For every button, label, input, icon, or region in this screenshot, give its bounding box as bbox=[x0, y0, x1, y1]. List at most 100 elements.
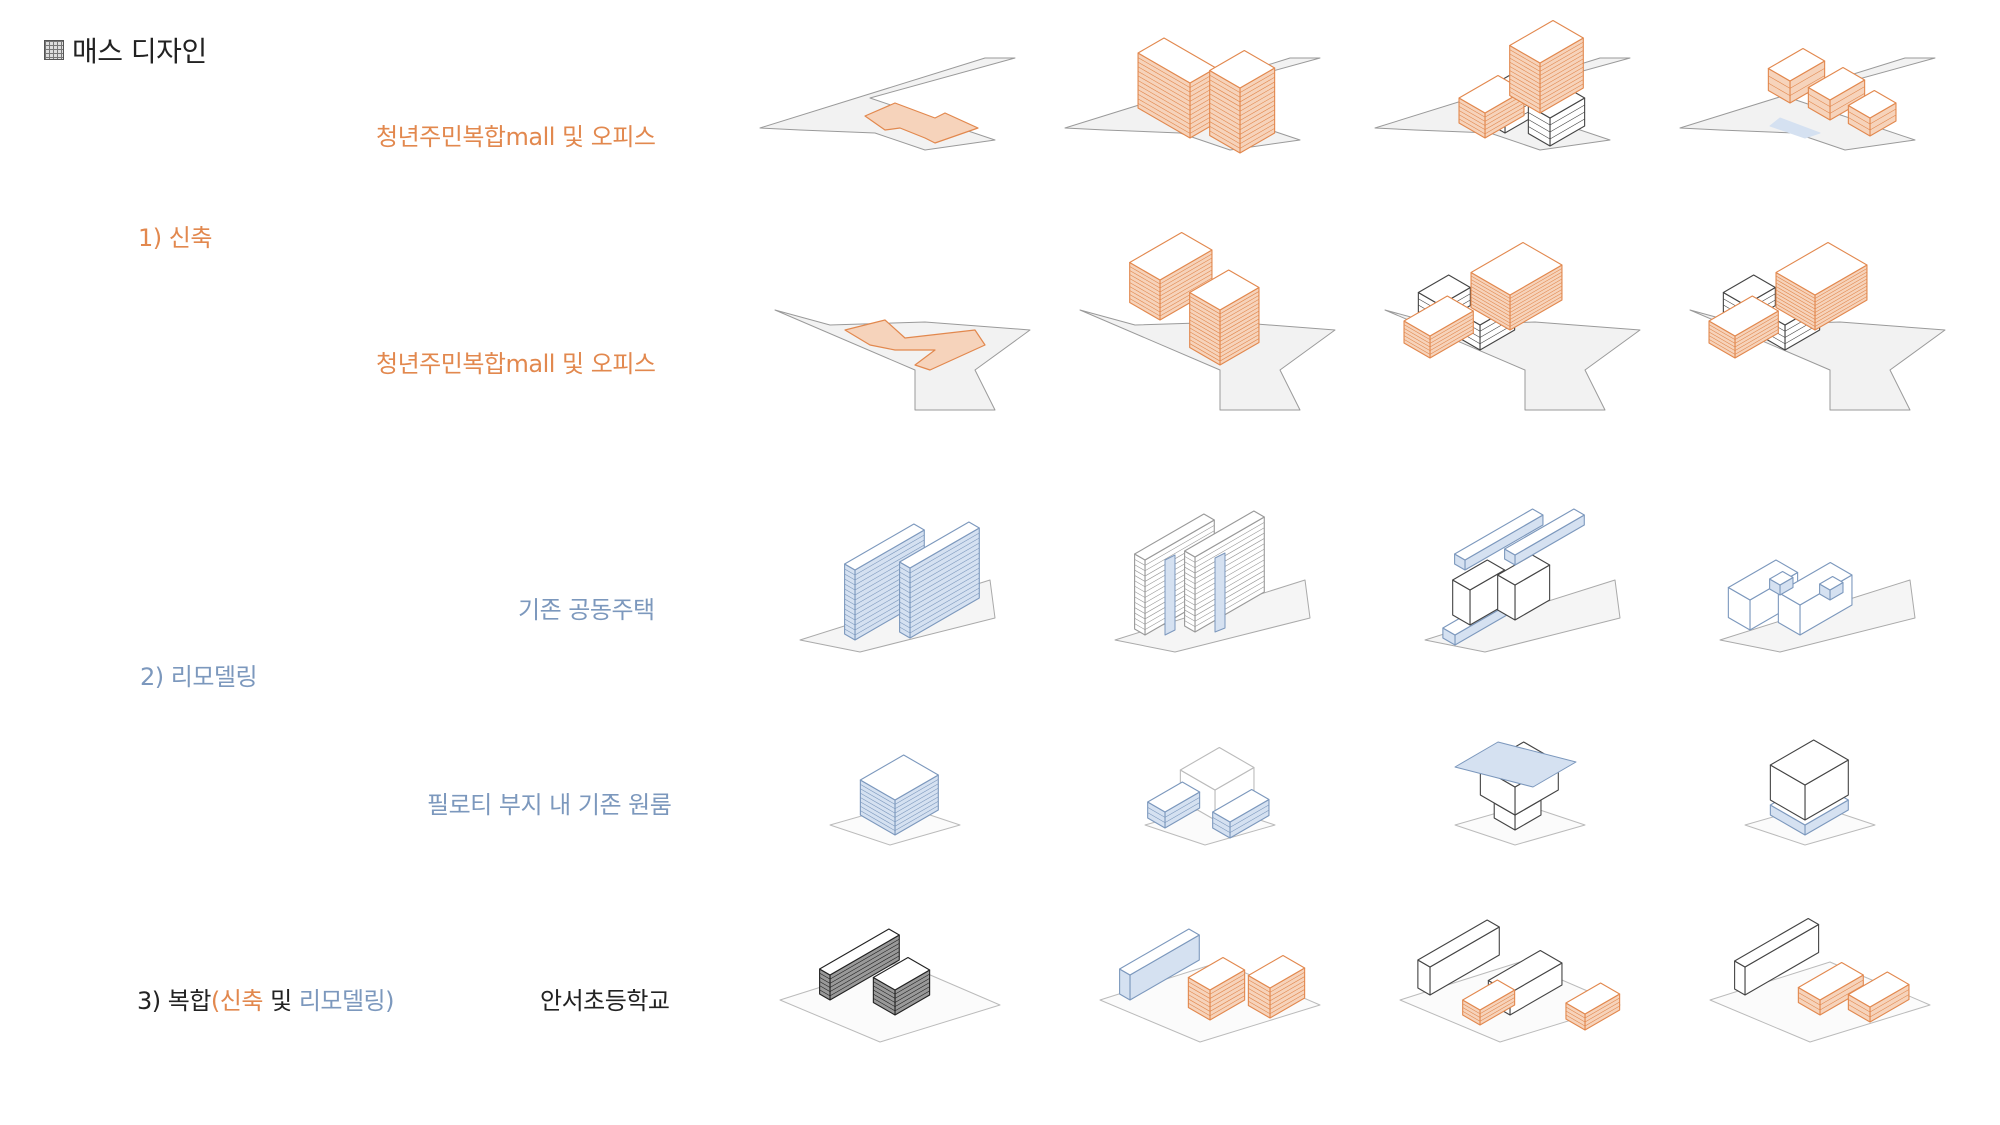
floor-line bbox=[844, 618, 856, 626]
floor-line bbox=[899, 611, 911, 619]
floor-line bbox=[1188, 1002, 1211, 1016]
new-wing-top-face bbox=[1708, 295, 1779, 337]
tower-top-face bbox=[1129, 231, 1213, 281]
floor-line bbox=[844, 603, 856, 611]
floor-line bbox=[1509, 271, 1563, 303]
floor-line bbox=[1159, 261, 1213, 293]
floor-line bbox=[1509, 66, 1541, 85]
floor-line bbox=[1189, 343, 1221, 362]
floor-line bbox=[1189, 304, 1221, 323]
floor-line bbox=[1470, 293, 1511, 317]
new-block-top-face bbox=[1247, 954, 1306, 989]
floor-line bbox=[1539, 58, 1584, 85]
floor-line bbox=[860, 810, 896, 831]
floor-line bbox=[1219, 330, 1260, 354]
floor-line bbox=[860, 797, 896, 818]
floor-line bbox=[1734, 329, 1779, 355]
floor-line bbox=[1484, 102, 1525, 126]
floor-line bbox=[860, 801, 896, 823]
floor-line bbox=[1194, 538, 1265, 579]
floor-line bbox=[1134, 569, 1146, 577]
floor-line bbox=[1194, 548, 1265, 590]
floor-line bbox=[899, 596, 911, 604]
floor-line bbox=[1209, 116, 1241, 135]
school-block-top-face bbox=[872, 956, 931, 991]
floor-line bbox=[1403, 339, 1431, 355]
floor-line bbox=[1549, 111, 1585, 133]
floor-line bbox=[1209, 107, 1241, 126]
floor-line bbox=[844, 583, 856, 591]
floor-line bbox=[1159, 269, 1213, 301]
floor-line bbox=[1239, 104, 1275, 126]
floor-line bbox=[1137, 89, 1191, 120]
floor-line bbox=[1134, 601, 1146, 609]
floor-line bbox=[1269, 980, 1305, 1002]
floor-line bbox=[860, 805, 896, 827]
floor-line bbox=[1509, 292, 1563, 324]
floor-line bbox=[1129, 266, 1161, 285]
diagram-row4-14 bbox=[1454, 741, 1586, 846]
roof-unit-top-face bbox=[1769, 570, 1794, 586]
floor-line bbox=[1248, 979, 1271, 993]
blue-roof bbox=[1454, 741, 1577, 788]
floor-line bbox=[844, 588, 856, 596]
floor-line bbox=[1239, 72, 1275, 93]
floor-line bbox=[1509, 268, 1563, 299]
step-top-face bbox=[1847, 89, 1897, 119]
apartment-block-top-face bbox=[1184, 510, 1265, 558]
floor-line bbox=[1734, 321, 1779, 348]
apartment-block-top-face bbox=[1134, 513, 1215, 561]
floor-line bbox=[1458, 106, 1486, 122]
apartment-block-top-face bbox=[899, 521, 980, 569]
floor-line bbox=[1539, 71, 1584, 97]
floor-line bbox=[1144, 530, 1215, 571]
floor-line bbox=[1194, 575, 1265, 617]
remodel-block-top-face bbox=[1119, 928, 1200, 976]
floor-line bbox=[1194, 564, 1265, 606]
floor-line bbox=[1269, 989, 1305, 1010]
floor-line bbox=[829, 955, 900, 997]
floor-line bbox=[1134, 575, 1146, 582]
page-title-text: 매스 디자인 bbox=[72, 35, 207, 68]
floor-line bbox=[1248, 996, 1271, 1010]
floor-line bbox=[854, 534, 925, 576]
floor-line bbox=[909, 562, 980, 604]
tower-top-face bbox=[1189, 269, 1260, 311]
floor-line bbox=[844, 613, 856, 621]
floor-line bbox=[1189, 296, 1221, 315]
floor-line bbox=[1484, 98, 1525, 122]
diagram-row1-3 bbox=[1679, 47, 1936, 151]
floor-line bbox=[1219, 334, 1260, 358]
floor-line bbox=[819, 981, 831, 988]
floor-line bbox=[1462, 1007, 1481, 1018]
floor-line bbox=[1194, 559, 1265, 601]
floor-line bbox=[1509, 49, 1541, 68]
floor-line bbox=[829, 951, 900, 992]
floor-line bbox=[1829, 93, 1865, 114]
floor-line bbox=[873, 998, 896, 1012]
floor-line bbox=[1462, 1003, 1481, 1015]
floor-line bbox=[1209, 130, 1241, 149]
floor-line bbox=[1137, 80, 1191, 111]
floor-line bbox=[1194, 543, 1265, 585]
floor-line bbox=[1219, 295, 1260, 319]
floor-line bbox=[1129, 298, 1161, 317]
floor-line bbox=[1470, 289, 1511, 313]
footprint bbox=[844, 319, 986, 371]
floor-line bbox=[1829, 86, 1865, 107]
floor-line bbox=[1509, 53, 1541, 72]
floor-line bbox=[1137, 57, 1191, 88]
floor-line bbox=[1509, 275, 1563, 306]
floor-line bbox=[1189, 319, 1221, 338]
floor-line bbox=[909, 587, 980, 629]
floor-line bbox=[1814, 292, 1868, 324]
floor-line bbox=[860, 792, 896, 814]
floor-line bbox=[899, 571, 911, 579]
floor-line bbox=[1848, 117, 1871, 131]
floor-line bbox=[1194, 532, 1265, 574]
floor-line bbox=[1188, 998, 1211, 1012]
floor-line bbox=[1219, 338, 1260, 362]
floor-line bbox=[1189, 315, 1221, 334]
floor-line bbox=[894, 986, 930, 1007]
